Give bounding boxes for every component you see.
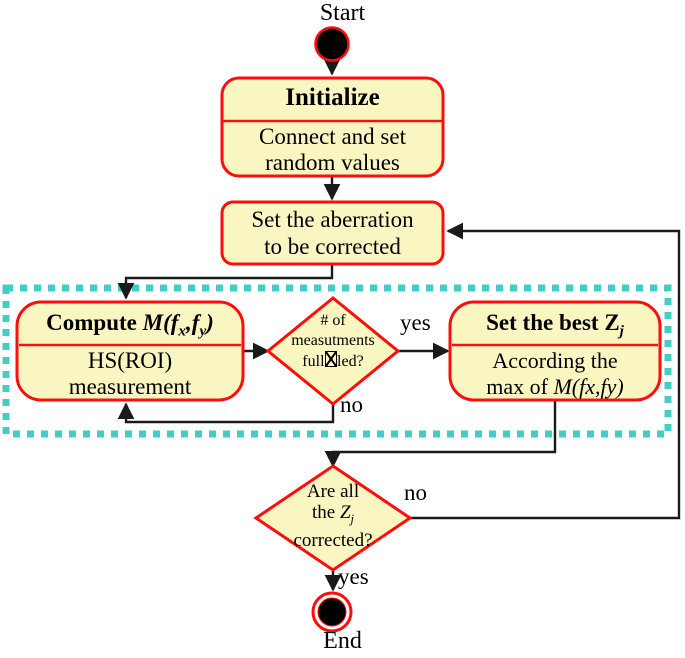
node-compute-title-sub2: y (199, 322, 207, 340)
missing-glyph-icon (324, 351, 337, 367)
decision-corrected-line3: corrected? (293, 529, 373, 551)
optimization-loop-group (2, 284, 672, 438)
node-initialize-body-line2: random values (265, 150, 400, 175)
node-set-best-title-sub: j (619, 322, 624, 340)
decision-corrected-line1: Are all (306, 481, 360, 502)
node-compute-body: HS(ROI) measurement (17, 348, 243, 400)
node-compute-title-close: ) (206, 310, 214, 335)
node-compute-body-line1: HS(ROI) (87, 348, 173, 373)
node-compute-title-mid: ,f (186, 310, 200, 335)
decision-measurements-line3-suffix: led? (337, 352, 364, 370)
edge-label-yes-measurements: yes (400, 310, 431, 335)
decision-corrected-line2-math: Z (339, 502, 351, 523)
edge-aberration-to-compute (117, 264, 334, 300)
node-initialize-title: Initialize (285, 84, 380, 111)
node-decision-corrected-shape[interactable] (253, 464, 413, 572)
node-set-best-title-math: Z (604, 310, 620, 335)
decision-corrected-line2-prefix: the (311, 502, 340, 523)
decision-measurements-line1: # of (320, 312, 346, 329)
node-compute-body-line2: measurement (68, 374, 192, 399)
node-set-best-body-line2-prefix: max of (486, 374, 554, 399)
node-set-aberration-line1: Set the aberration (251, 207, 414, 232)
node-compute-title: Compute M(fx,fy) (17, 310, 243, 341)
decision-corrected-line2-sub: j (350, 511, 355, 526)
node-set-aberration-line2: to be corrected (264, 234, 401, 259)
node-compute-title-math: M(f (142, 310, 179, 335)
decision-measurements-line2: measutments (291, 332, 375, 349)
start-label: Start (319, 0, 366, 26)
node-set-best-title: Set the best Zj (450, 310, 660, 341)
edge-label-no-corrected: no (404, 480, 427, 505)
edge-label-no-measurements: no (340, 392, 363, 417)
node-compute-shape[interactable] (15, 300, 245, 402)
node-initialize-shape[interactable] (220, 76, 445, 178)
decision-measurements-line3-prefix: full (302, 352, 325, 370)
node-set-aberration-text: Set the aberration to be corrected (222, 206, 443, 260)
node-end-shape[interactable] (311, 591, 353, 633)
node-initialize-body-line1: Connect and set (259, 124, 406, 149)
decision-corrected-line2: the Zj (263, 502, 403, 530)
edge-decision-measurements-no (117, 402, 335, 424)
node-compute-title-sub1: x (178, 322, 187, 340)
node-compute-title-plain: Compute (46, 310, 143, 335)
node-set-best-body-line2: max of M(fx,fy) (450, 374, 660, 400)
node-start-shape[interactable] (314, 26, 350, 62)
node-set-best-body-line1: According the (492, 348, 618, 373)
decision-measurements-line3: full led? (258, 351, 408, 372)
node-set-best-body: According the max of M(fx,fy) (450, 348, 660, 400)
edge-label-yes-corrected: yes (338, 564, 369, 589)
node-decision-corrected-text: Are all the Zj corrected? (263, 481, 403, 551)
node-initialize-body: Connect and set random values (222, 124, 443, 176)
node-set-best-title-plain: Set the best (486, 310, 605, 335)
node-decision-measurements-text: # of measutments full led? (258, 311, 408, 372)
end-label: End (323, 628, 362, 654)
node-set-best-shape[interactable] (448, 300, 662, 402)
node-set-aberration-shape[interactable] (220, 200, 445, 266)
edge-setbest-to-decision-corrected (324, 400, 557, 468)
edge-decision-corrected-no (410, 222, 681, 520)
node-set-best-body-line2-math: M(fx,fy) (553, 374, 624, 399)
